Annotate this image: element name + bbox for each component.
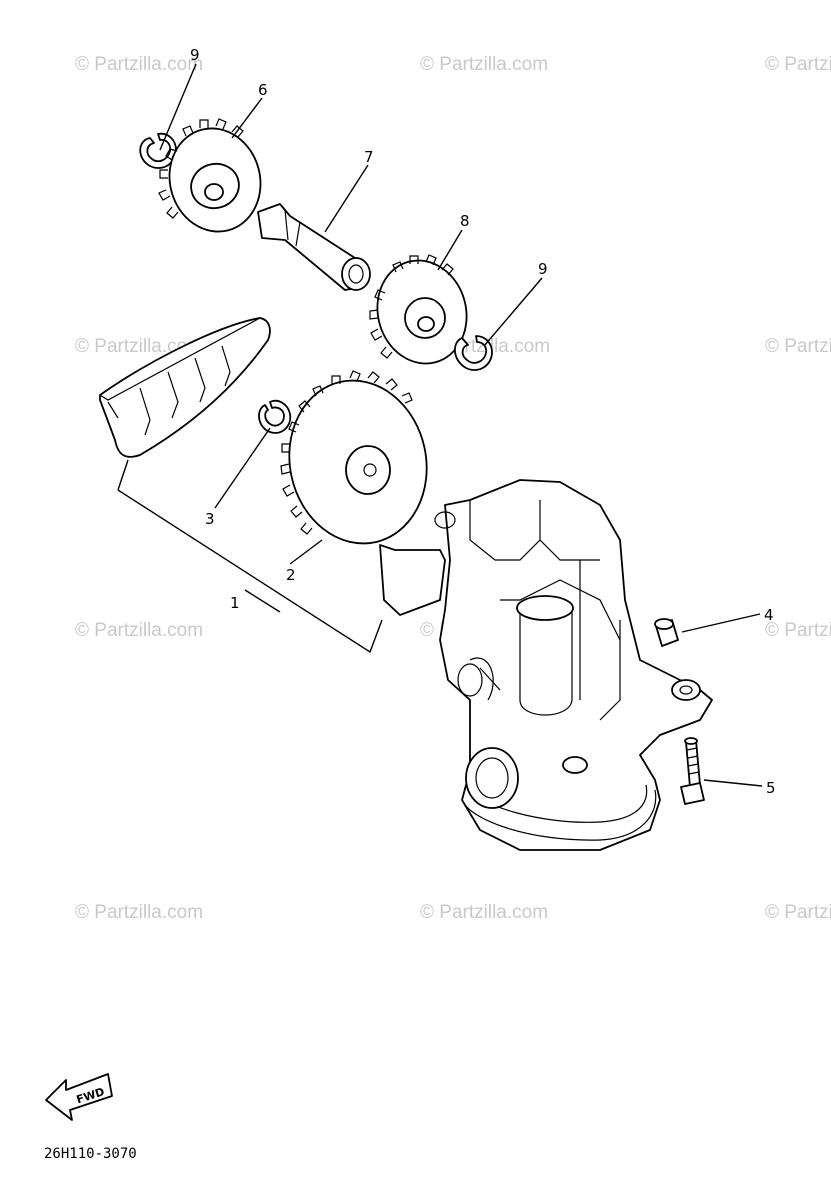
bolt-part-5[interactable] bbox=[680, 737, 705, 805]
watermark: © Partzilla.com bbox=[765, 902, 831, 923]
shaft-part-7[interactable] bbox=[257, 203, 371, 291]
gear-part-6[interactable] bbox=[158, 118, 272, 242]
watermark: © Partzilla.com bbox=[75, 620, 203, 641]
watermark: © Partzilla.com bbox=[420, 902, 548, 923]
strainer-cover[interactable] bbox=[99, 317, 271, 458]
gear-part-2[interactable] bbox=[274, 368, 441, 557]
watermark: © Partzilla.com bbox=[765, 336, 831, 357]
watermark: © Partzilla.com bbox=[75, 902, 203, 923]
callout-9-top[interactable]: 9 bbox=[190, 46, 200, 64]
watermark: © Partzilla.com bbox=[75, 54, 203, 75]
circlip-part-9-top[interactable] bbox=[139, 132, 177, 169]
diagram-code: 26H110-3070 bbox=[44, 1146, 137, 1162]
dowel-pin-part-4[interactable] bbox=[654, 618, 679, 647]
callout-5[interactable]: 5 bbox=[766, 779, 776, 797]
watermark: © Partzilla.com bbox=[420, 54, 548, 75]
circlip-part-9-right[interactable] bbox=[454, 335, 493, 371]
callout-8[interactable]: 8 bbox=[460, 212, 470, 230]
callout-9-right[interactable]: 9 bbox=[538, 260, 548, 278]
callout-7[interactable]: 7 bbox=[364, 148, 374, 166]
gear-part-8[interactable] bbox=[366, 250, 478, 373]
callout-4[interactable]: 4 bbox=[764, 606, 774, 624]
callouts: 9 6 7 8 9 3 2 1 4 5 bbox=[190, 46, 776, 797]
callout-3[interactable]: 3 bbox=[205, 510, 215, 528]
fwd-arrow-icon: FWD bbox=[45, 1073, 113, 1121]
oil-pump-body[interactable] bbox=[379, 479, 713, 851]
leader-lines bbox=[117, 63, 763, 787]
callout-6[interactable]: 6 bbox=[258, 81, 268, 99]
watermark: © Partzilla.com bbox=[765, 620, 831, 641]
callout-2[interactable]: 2 bbox=[286, 566, 296, 584]
watermark: © Partzilla.com bbox=[765, 54, 831, 75]
callout-1[interactable]: 1 bbox=[230, 594, 240, 612]
circlip-part-3[interactable] bbox=[258, 399, 292, 434]
